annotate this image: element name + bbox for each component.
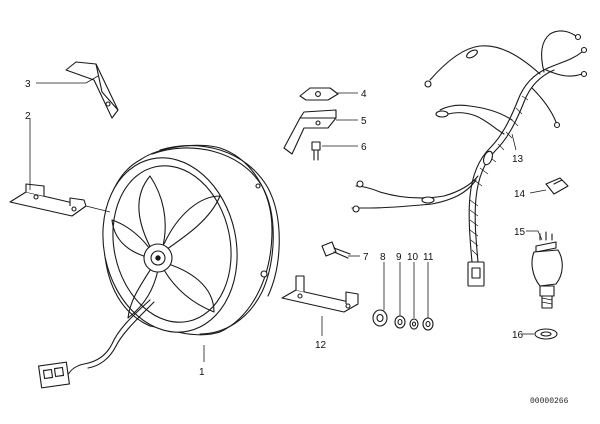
screw-7 [321,241,351,259]
bracket-right-top [283,87,339,161]
callout-2: 2 [25,111,31,122]
bracket-lower-right [281,275,359,313]
callout-5: 5 [361,116,367,127]
temperature-switch [531,231,563,309]
callout-3: 3 [25,79,31,90]
wiring-harness [351,30,588,287]
hardware-washers [372,309,434,331]
clip-14 [545,177,569,195]
bracket-upper [65,61,119,119]
sealing-ring [534,328,558,340]
callout-8: 8 [380,252,386,263]
document-id: 00000266 [530,397,569,406]
callout-15: 15 [514,227,526,238]
callout-12: 12 [315,340,327,351]
callout-labels: 1 2 3 4 5 6 7 8 9 10 11 12 13 14 15 16 [25,79,526,378]
callout-14: 14 [514,189,526,200]
callout-10: 10 [407,252,419,263]
callout-4: 4 [361,89,367,100]
bracket-lower-left [9,183,111,217]
leader-lines [29,75,547,362]
callout-6: 6 [361,142,367,153]
callout-1: 1 [199,367,205,378]
callout-11: 11 [423,252,434,263]
callout-16: 16 [512,330,524,341]
callout-9: 9 [396,252,402,263]
callout-13: 13 [512,154,524,165]
fan-assembly [38,144,280,389]
callout-7: 7 [363,252,369,263]
